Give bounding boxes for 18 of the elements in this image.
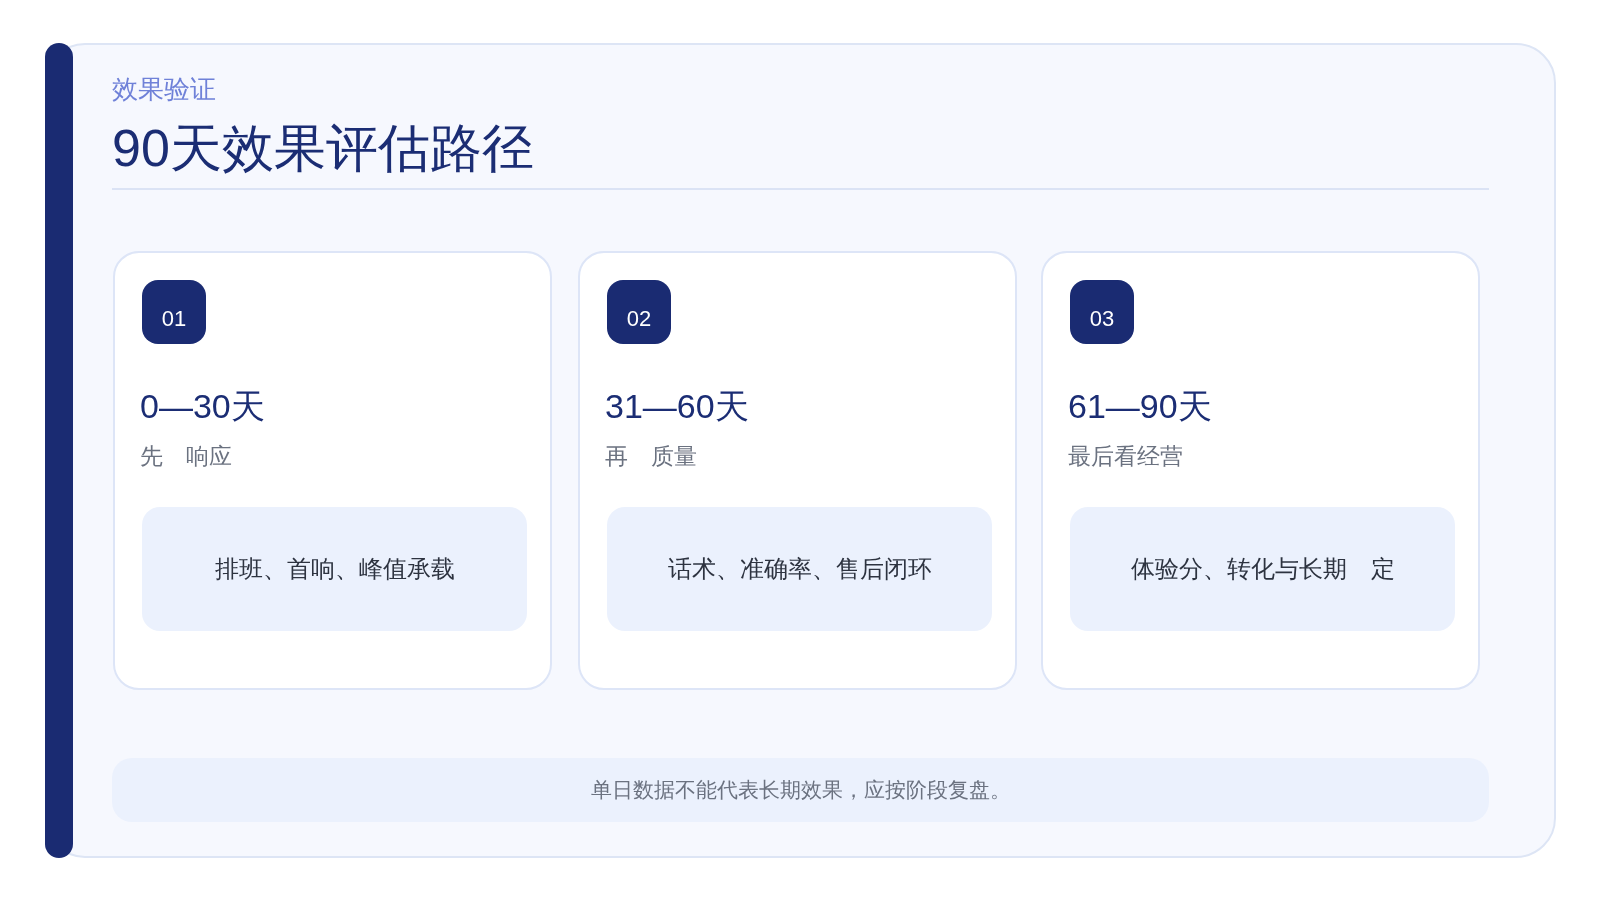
slide-title: 90天效果评估路径 bbox=[112, 122, 534, 174]
metrics-panel: 体验分、转化与长期 定 bbox=[1070, 507, 1455, 631]
phase-focus: 先 响应 bbox=[140, 445, 232, 468]
phase-card bbox=[113, 251, 552, 690]
day-range: 0—30天 bbox=[140, 389, 265, 423]
metrics-panel: 排班、首响、峰值承载 bbox=[142, 507, 527, 631]
step-number-badge: 01 bbox=[142, 280, 206, 344]
step-number-badge: 02 bbox=[607, 280, 671, 344]
step-number-badge: 03 bbox=[1070, 280, 1134, 344]
day-range: 61—90天 bbox=[1068, 389, 1212, 423]
phase-focus: 最后看经营 bbox=[1068, 445, 1183, 468]
section-eyebrow: 效果验证 bbox=[112, 76, 216, 102]
phase-card bbox=[578, 251, 1017, 690]
metrics-panel: 话术、准确率、售后闭环 bbox=[607, 507, 992, 631]
note-banner: 单日数据不能代表长期效果，应按阶段复盘。 bbox=[112, 758, 1489, 822]
phase-focus: 再 质量 bbox=[605, 445, 697, 468]
day-range: 31—60天 bbox=[605, 389, 749, 423]
phase-card bbox=[1041, 251, 1480, 690]
